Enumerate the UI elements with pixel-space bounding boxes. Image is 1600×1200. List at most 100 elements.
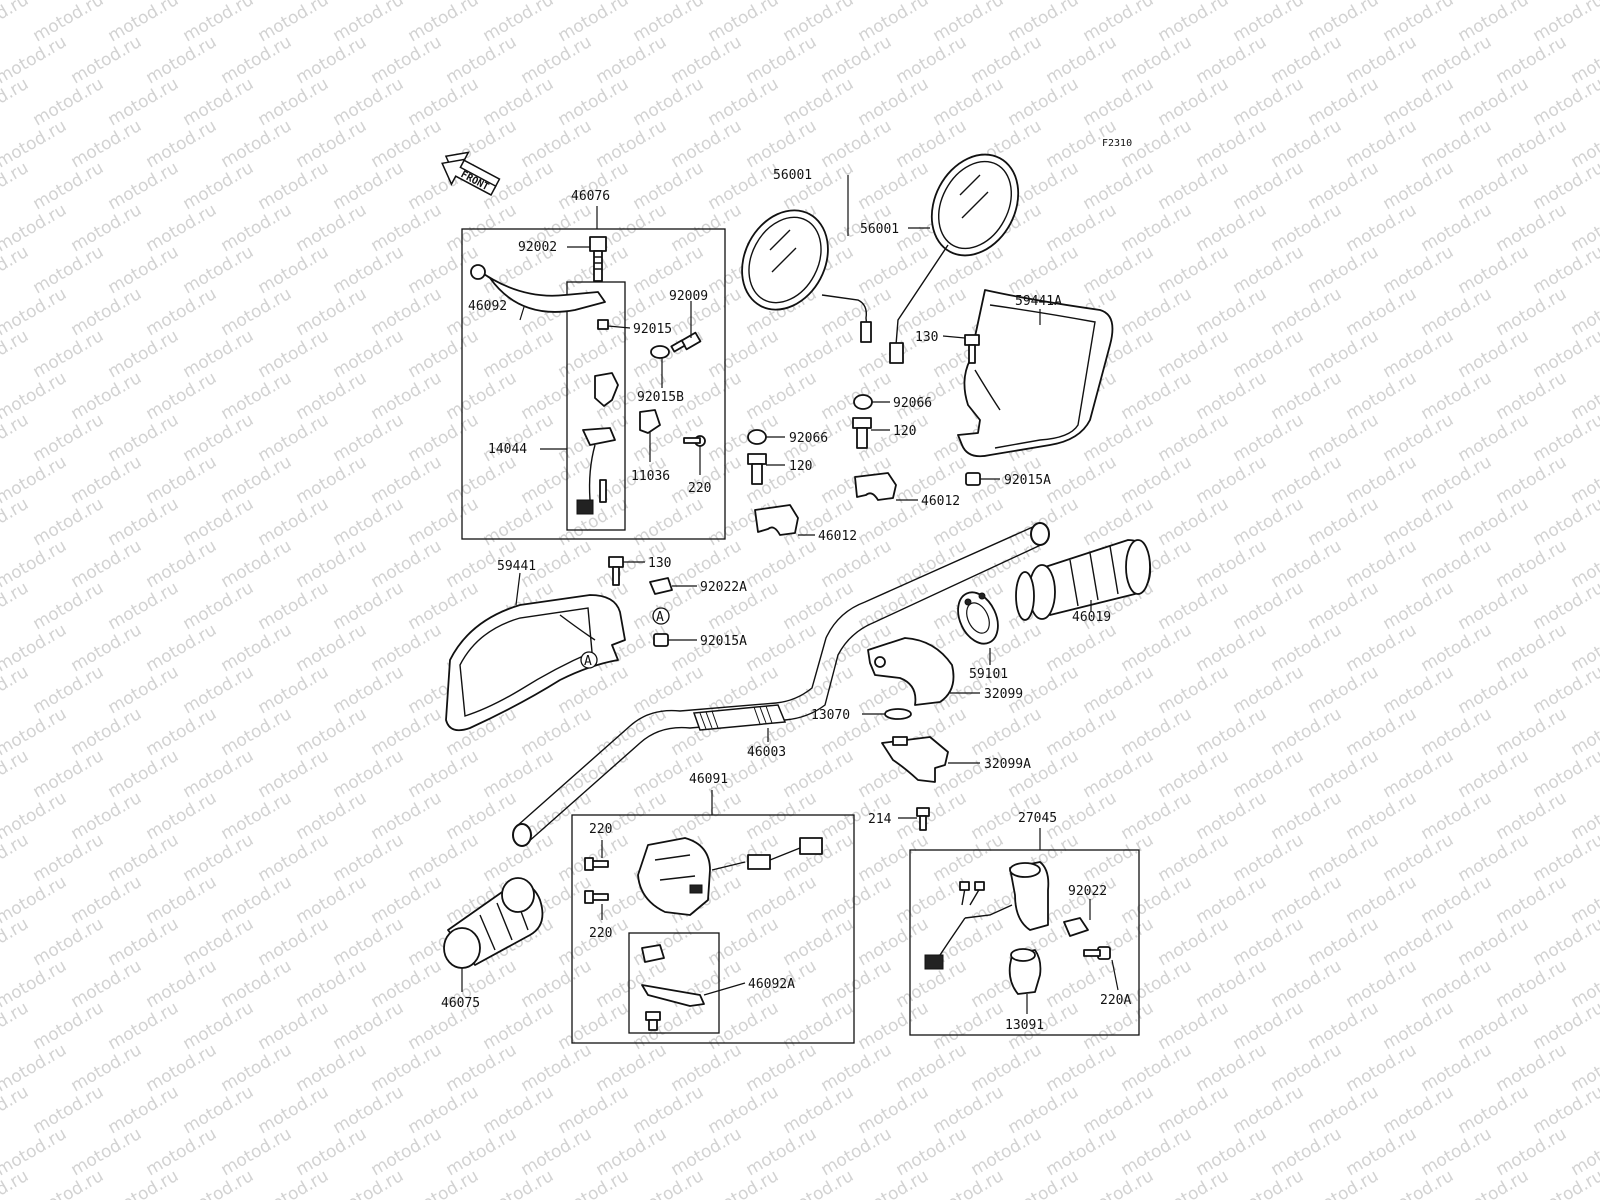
watermark-text: motod.ru — [1118, 704, 1196, 760]
nut-92015A-top — [965, 472, 981, 486]
watermark-text: motod.ru — [668, 116, 746, 172]
watermark-text: motod.ru — [1118, 620, 1196, 676]
clamp-92022A — [649, 577, 673, 595]
watermark-text: motod.ru — [255, 410, 333, 466]
watermark-text: motod.ru — [668, 788, 746, 844]
watermark-text: motod.ru — [1043, 1124, 1121, 1180]
watermark-text: motod.ru — [368, 116, 446, 172]
watermark-text: motod.ru — [780, 158, 858, 214]
watermark-text: motod.ru — [143, 1040, 221, 1096]
watermark-text: motod.ru — [255, 158, 333, 214]
watermark-text: motod.ru — [1080, 830, 1158, 886]
watermark-text: motod.ru — [1155, 578, 1233, 634]
watermark-text: motod.ru — [180, 578, 258, 634]
watermark-text: motod.ru — [255, 746, 333, 802]
watermark-text: motod.ru — [480, 746, 558, 802]
watermark-text: motod.ru — [780, 746, 858, 802]
watermark-text: motod.ru — [368, 368, 446, 424]
watermark-text: motod.ru — [1268, 1124, 1346, 1180]
watermark-text: motod.ru — [1455, 746, 1533, 802]
watermark-text: motod.ru — [180, 326, 258, 382]
watermark-text: motod.ru — [705, 1082, 783, 1138]
watermark-text: motod.ru — [1230, 494, 1308, 550]
watermark-text: motod.ru — [705, 74, 783, 130]
watermark-text: motod.ru — [368, 200, 446, 256]
watermark-text: motod.ru — [1455, 578, 1533, 634]
watermark-text: motod.ru — [405, 746, 483, 802]
watermark-text: motod.ru — [1268, 116, 1346, 172]
handlebar — [512, 522, 1050, 847]
watermark-text: motod.ru — [855, 158, 933, 214]
watermark-text: motod.ru — [1343, 704, 1421, 760]
watermark-text: motod.ru — [218, 32, 296, 88]
watermark-text: motod.ru — [1530, 0, 1600, 46]
watermark-text: motod.ru — [1455, 662, 1533, 718]
watermark-text: motod.ru — [630, 914, 708, 970]
callout-59441A: 59441A — [1015, 294, 1062, 309]
watermark-text: motod.ru — [1268, 368, 1346, 424]
watermark-text: motod.ru — [1230, 74, 1308, 130]
watermark-text: motod.ru — [555, 0, 633, 46]
watermark-text: motod.ru — [180, 0, 258, 46]
watermark-text: motod.ru — [218, 956, 296, 1012]
watermark-text: motod.ru — [293, 620, 371, 676]
watermark-text: motod.ru — [930, 74, 1008, 130]
watermark-text: motod.ru — [255, 914, 333, 970]
watermark-text: motod.ru — [518, 956, 596, 1012]
watermark-text: motod.ru — [330, 830, 408, 886]
watermark-text: motod.ru — [1043, 32, 1121, 88]
callout-220-sw-bot: 220 — [589, 926, 612, 941]
callout-59101: 59101 — [969, 667, 1008, 682]
watermark-text: motod.ru — [1268, 704, 1346, 760]
watermark-text: motod.ru — [1080, 494, 1158, 550]
callout-92009: 92009 — [669, 289, 708, 304]
holder-11036 — [639, 409, 661, 434]
watermark-text: motod.ru — [1118, 788, 1196, 844]
watermark-text: motod.ru — [1455, 326, 1533, 382]
watermark-text: motod.ru — [743, 620, 821, 676]
watermark-text: motod.ru — [1268, 788, 1346, 844]
watermark-text: motod.ru — [1455, 830, 1533, 886]
watermark-text: motod.ru — [143, 620, 221, 676]
watermark-text: motod.ru — [180, 1082, 258, 1138]
bolt-120-b — [747, 453, 767, 485]
watermark-text: motod.ru — [555, 1082, 633, 1138]
watermark-text: motod.ru — [30, 1082, 108, 1138]
watermark-text: motod.ru — [105, 998, 183, 1054]
watermark-text: motod.ru — [330, 1082, 408, 1138]
watermark-text: motod.ru — [30, 578, 108, 634]
watermark-text: motod.ru — [105, 914, 183, 970]
washer-92015B — [650, 345, 670, 359]
watermark-text: motod.ru — [368, 1124, 446, 1180]
watermark-text: motod.ru — [1305, 1082, 1383, 1138]
watermark-text: motod.ru — [105, 326, 183, 382]
watermark-text: motod.ru — [780, 914, 858, 970]
watermark-text: motod.ru — [293, 284, 371, 340]
watermark-text: motod.ru — [143, 32, 221, 88]
watermark-text: motod.ru — [1155, 914, 1233, 970]
watermark-text: motod.ru — [143, 1124, 221, 1180]
watermark-text: motod.ru — [368, 872, 446, 928]
watermark-text: motod.ru — [293, 32, 371, 88]
watermark-text: motod.ru — [705, 410, 783, 466]
watermark-text: motod.ru — [1455, 158, 1533, 214]
watermark-text: motod.ru — [1193, 704, 1271, 760]
watermark-text: motod.ru — [1305, 410, 1383, 466]
watermark-text: motod.ru — [1305, 578, 1383, 634]
watermark-text: motod.ru — [1005, 74, 1083, 130]
watermark-text: motod.ru — [30, 914, 108, 970]
left-switch-group-box — [571, 814, 855, 1044]
callout-46012-b: 46012 — [818, 529, 857, 544]
watermark-text: motod.ru — [68, 1124, 146, 1180]
watermark-text: motod.ru — [368, 788, 446, 844]
watermark-text: motod.ru — [368, 536, 446, 592]
watermark-text: motod.ru — [1305, 326, 1383, 382]
watermark-text: motod.ru — [1118, 32, 1196, 88]
watermark-text: motod.ru — [1080, 746, 1158, 802]
watermark-text: motod.ru — [30, 662, 108, 718]
watermark-text: motod.ru — [143, 452, 221, 508]
watermark-text: motod.ru — [818, 536, 896, 592]
ref-mark-a-1 — [652, 607, 670, 625]
watermark-text: motod.ru — [68, 452, 146, 508]
